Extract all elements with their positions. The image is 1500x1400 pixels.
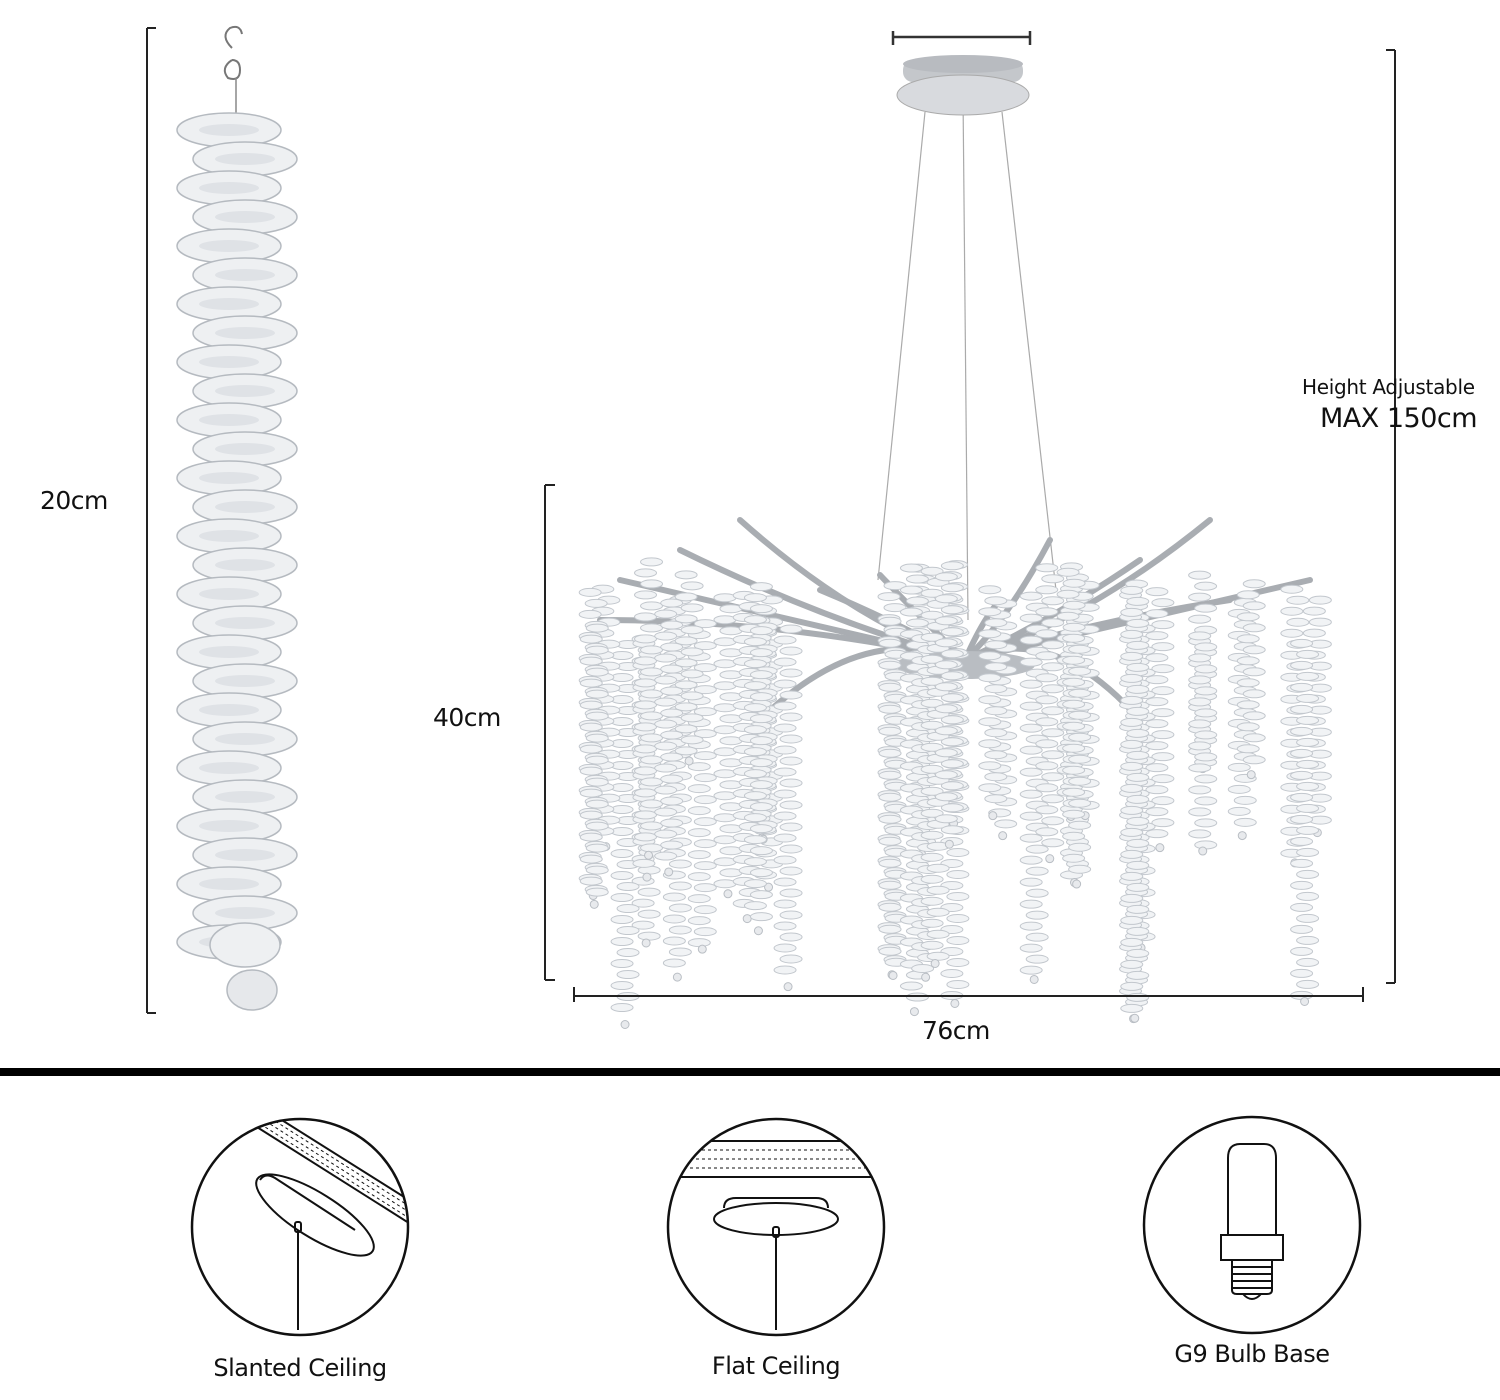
slanted-ceiling-icon: [190, 1117, 410, 1337]
crystal-strand-cluster: [1145, 587, 1175, 853]
max-height-label: MAX 150cm: [1320, 403, 1478, 434]
crystal-strand-cluster: [654, 598, 684, 877]
crystal-strand-cluster: [634, 557, 664, 860]
strand-length-bracket: [146, 27, 156, 1014]
crystal-strand-cluster: [1188, 631, 1218, 856]
crystal-strand-cluster: [920, 566, 950, 968]
fixture-width-label: 76cm: [922, 1016, 990, 1045]
crystal-drop: [226, 969, 278, 1011]
crystal-strand-cluster: [773, 624, 803, 992]
crystal-bead: [209, 922, 281, 968]
crystal-strand-cluster: [934, 561, 964, 849]
height-adjustable-label: Height Adjustable: [1302, 375, 1475, 399]
crystal-strand-cluster: [978, 585, 1008, 821]
section-divider: [0, 1068, 1500, 1076]
crystal-strand-cluster: [674, 570, 704, 766]
crystal-strand-cluster: [1062, 633, 1092, 889]
flat-ceiling-icon: [666, 1117, 886, 1337]
crystal-strand-cluster: [1120, 585, 1150, 1023]
fixture-height-bracket: [544, 484, 555, 981]
crystal-strand-cluster: [1035, 563, 1065, 864]
chandelier-body: [578, 517, 1332, 1029]
ceiling-canopy: [896, 55, 1030, 116]
crystal-strand-cluster: [1290, 638, 1320, 1006]
crystal-strand-cluster: [1236, 579, 1266, 780]
crystal-strand: [176, 25, 298, 1011]
slanted-ceiling-label: Slanted Ceiling: [213, 1354, 387, 1382]
crystal-strand-cluster: [1280, 584, 1310, 868]
crystal-strand-cluster: [662, 595, 692, 982]
suspension-wires: [877, 94, 1057, 621]
strand-length-label: 20cm: [40, 486, 108, 515]
g9-bulb-icon: [1142, 1115, 1362, 1335]
canopy-width-bracket: [891, 31, 1032, 45]
crystal-strand-cluster: [687, 619, 717, 954]
flat-ceiling-label: Flat Ceiling: [711, 1352, 841, 1380]
max-height-bracket: [1386, 49, 1396, 984]
g9-bulb-base-label: G9 Bulb Base: [1174, 1340, 1330, 1368]
crystal-strand-cluster: [579, 623, 609, 909]
hook-icon: [223, 25, 243, 80]
branch: [962, 537, 1053, 663]
crystal-strand-cluster: [743, 582, 773, 936]
crystal-strand-cluster: [1019, 591, 1049, 984]
fixture-width-bracket: [573, 987, 1364, 1002]
fixture-height-label: 40cm: [433, 703, 501, 732]
